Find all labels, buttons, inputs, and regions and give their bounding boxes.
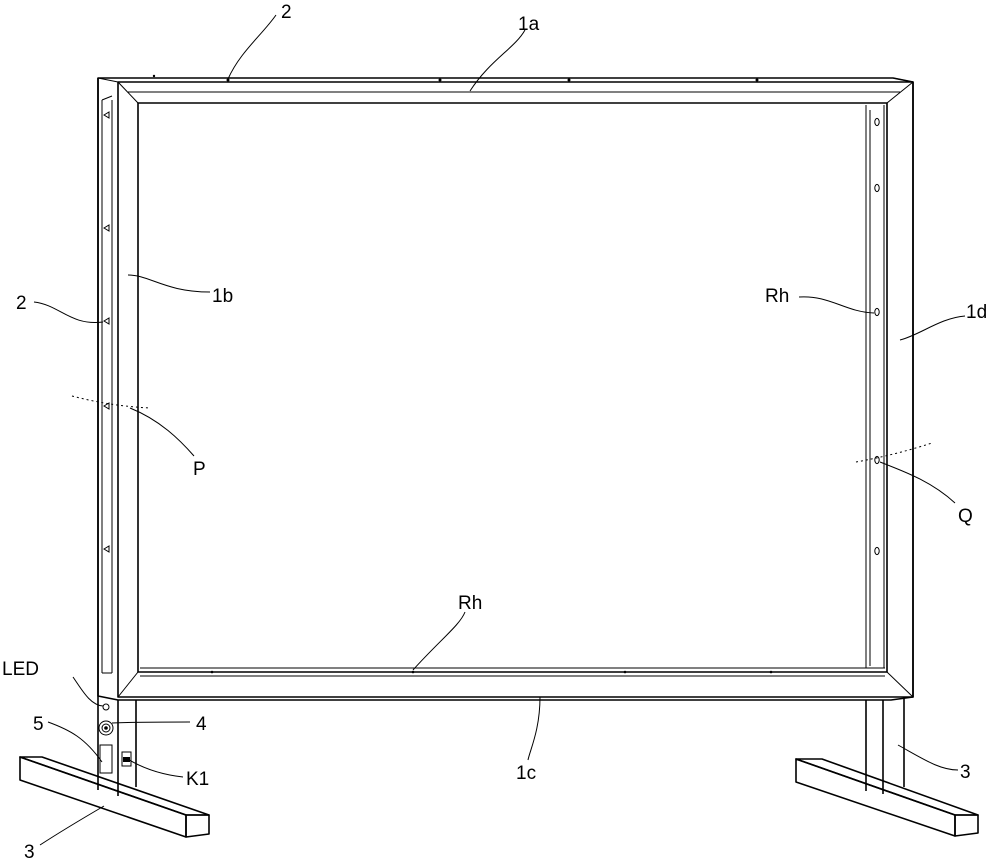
display-frame [97,77,914,701]
label-left-pin: 2 [16,293,27,314]
leader-lines [33,14,966,846]
left-pins [103,111,110,553]
label-switch-box: 5 [33,714,44,735]
label-led: LED [2,659,39,680]
bottom-holes [210,670,773,674]
left-leg [97,697,137,796]
right-foot [795,758,979,837]
label-section-p: P [193,459,206,480]
label-section-q: Q [958,506,973,527]
label-right-hole-upper: Rh [765,286,789,307]
switch-box [99,744,113,774]
switch-k1 [121,751,132,767]
socket [98,720,114,736]
label-right-frame: 1d [966,302,987,323]
section-line-p [71,395,151,409]
right-leg [865,697,905,794]
left-foot [19,756,210,838]
label-left-frame: 1b [212,286,233,307]
label-top-pin: 2 [281,2,292,23]
label-left-foot: 3 [24,842,35,862]
label-bottom-frame: 1c [516,763,536,784]
label-right-foot: 3 [960,762,971,783]
section-line-q [855,442,933,463]
label-socket: 4 [196,714,207,735]
led-indicator [102,703,110,711]
label-switch: K1 [186,769,209,790]
label-top-frame: 1a [518,14,540,35]
right-holes [874,117,880,556]
label-bottom-hole: Rh [458,593,482,614]
top-holes [152,74,759,82]
